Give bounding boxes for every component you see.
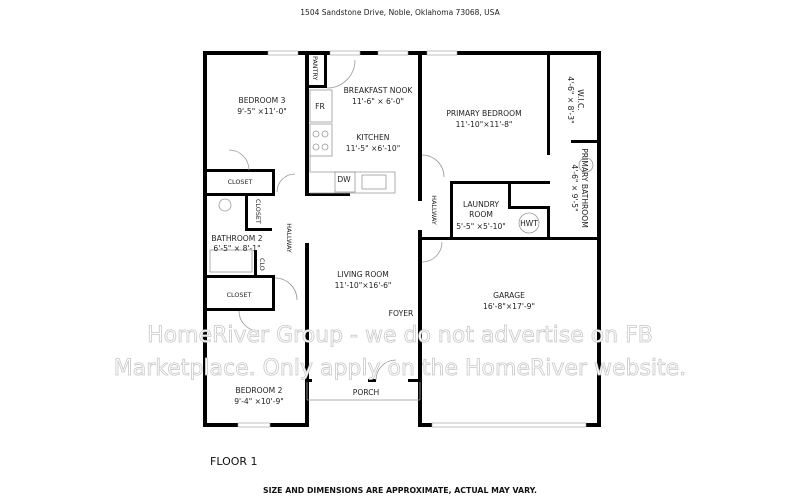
clo-label: CLO (258, 258, 266, 271)
floor-label: FLOOR 1 (210, 455, 258, 468)
wic-name: W.I.C. (576, 89, 585, 110)
hallway-right-label: HALLWAY (430, 195, 438, 225)
porch-label: PORCH (353, 388, 379, 397)
fridge-label: FR (315, 102, 325, 111)
watermark-line2: Marketplace. Only apply on the HomeRiver… (114, 356, 686, 381)
hallway-left-label: HALLWAY (285, 223, 293, 253)
living-room-dims: 11'-10"×16'-6" (335, 281, 392, 290)
bedroom2-name: BEDROOM 2 (236, 386, 283, 395)
primary-bedroom-dims: 11'-10"×11'-8" (456, 120, 513, 129)
address: 1504 Sandstone Drive, Noble, Oklahoma 73… (300, 8, 500, 17)
bathroom2-name: BATHROOM 2 (211, 234, 262, 243)
dishwasher-label: DW (337, 175, 351, 184)
bathroom2-dims: 6'-5" × 8'-1" (213, 244, 260, 253)
primary-bathroom-dims: 4'-6" × 9'-5" (570, 164, 579, 211)
kitchen-dims: 11'-5" ×6'-10" (346, 144, 400, 153)
hall-closet-label: CLOSET (254, 199, 262, 224)
garage-name: GARAGE (493, 291, 525, 300)
room-labels: BEDROOM 3 9'-5" ×11'-0" CLOSET PANTRY FR… (211, 56, 589, 406)
closet-b2-label: CLOSET (227, 291, 252, 299)
closet-b3-label: CLOSET (228, 178, 253, 186)
laundry-name2: ROOM (469, 210, 493, 219)
laundry-name: LAUNDRY (463, 200, 499, 209)
foyer-label: FOYER (389, 309, 414, 318)
windows (237, 50, 587, 428)
bedroom3-name: BEDROOM 3 (239, 96, 286, 105)
hwt-label: HWT (520, 219, 538, 228)
wic-dims: 4'-6" × 8'-3" (566, 76, 575, 123)
primary-bedroom-name: PRIMARY BEDROOM (446, 109, 521, 118)
bedroom3-dims: 9'-5" ×11'-0" (237, 107, 287, 116)
living-room-name: LIVING ROOM (337, 270, 389, 279)
breakfast-nook-name: BREAKFAST NOOK (344, 86, 414, 95)
kitchen-name: KITCHEN (357, 133, 390, 142)
fixtures (209, 59, 594, 401)
disclaimer: SIZE AND DIMENSIONS ARE APPROXIMATE, ACT… (263, 486, 537, 495)
garage-dims: 16'-8"×17'-9" (483, 302, 535, 311)
primary-bathroom-name: PRIMARY BATHROOM (580, 148, 589, 228)
laundry-dims: 5'-5" ×5'-10" (456, 222, 506, 231)
watermark-line1: HomeRiver Group - we do not advertise on… (147, 323, 653, 348)
pantry-label: PANTRY (311, 56, 319, 81)
breakfast-nook-dims: 11'-6" × 6'-0" (352, 97, 404, 106)
bedroom2-dims: 9'-4" ×10'-9" (234, 397, 284, 406)
